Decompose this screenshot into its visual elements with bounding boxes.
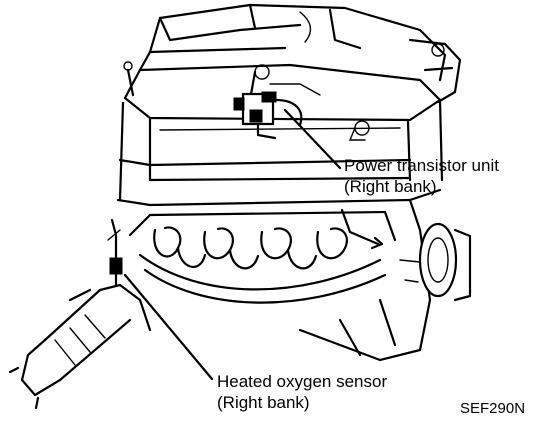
- power-transistor-callout: Power transistor unit (Right bank): [344, 155, 499, 197]
- oxygen-sensor-label: Heated oxygen sensor: [217, 372, 388, 391]
- catalytic-converter: [8, 283, 152, 410]
- heated-oxygen-sensor: [109, 218, 123, 288]
- intake-plenum: [138, 3, 462, 104]
- valve-cover: [116, 61, 444, 207]
- power-transistor-unit: [233, 83, 321, 140]
- power-transistor-bank-label: (Right bank): [344, 177, 437, 196]
- engine-block: [298, 198, 472, 362]
- leader-line-oxygen-sensor: [123, 273, 214, 381]
- figure-code: SEF290N: [460, 400, 526, 417]
- power-transistor-label: Power transistor unit: [344, 156, 499, 175]
- exhaust-manifold: [107, 208, 397, 304]
- oxygen-sensor-bank-label: (Right bank): [217, 393, 310, 412]
- oxygen-sensor-callout: Heated oxygen sensor (Right bank): [217, 371, 387, 413]
- leader-line-power-transistor: [283, 108, 342, 170]
- leader-lines: [123, 108, 342, 381]
